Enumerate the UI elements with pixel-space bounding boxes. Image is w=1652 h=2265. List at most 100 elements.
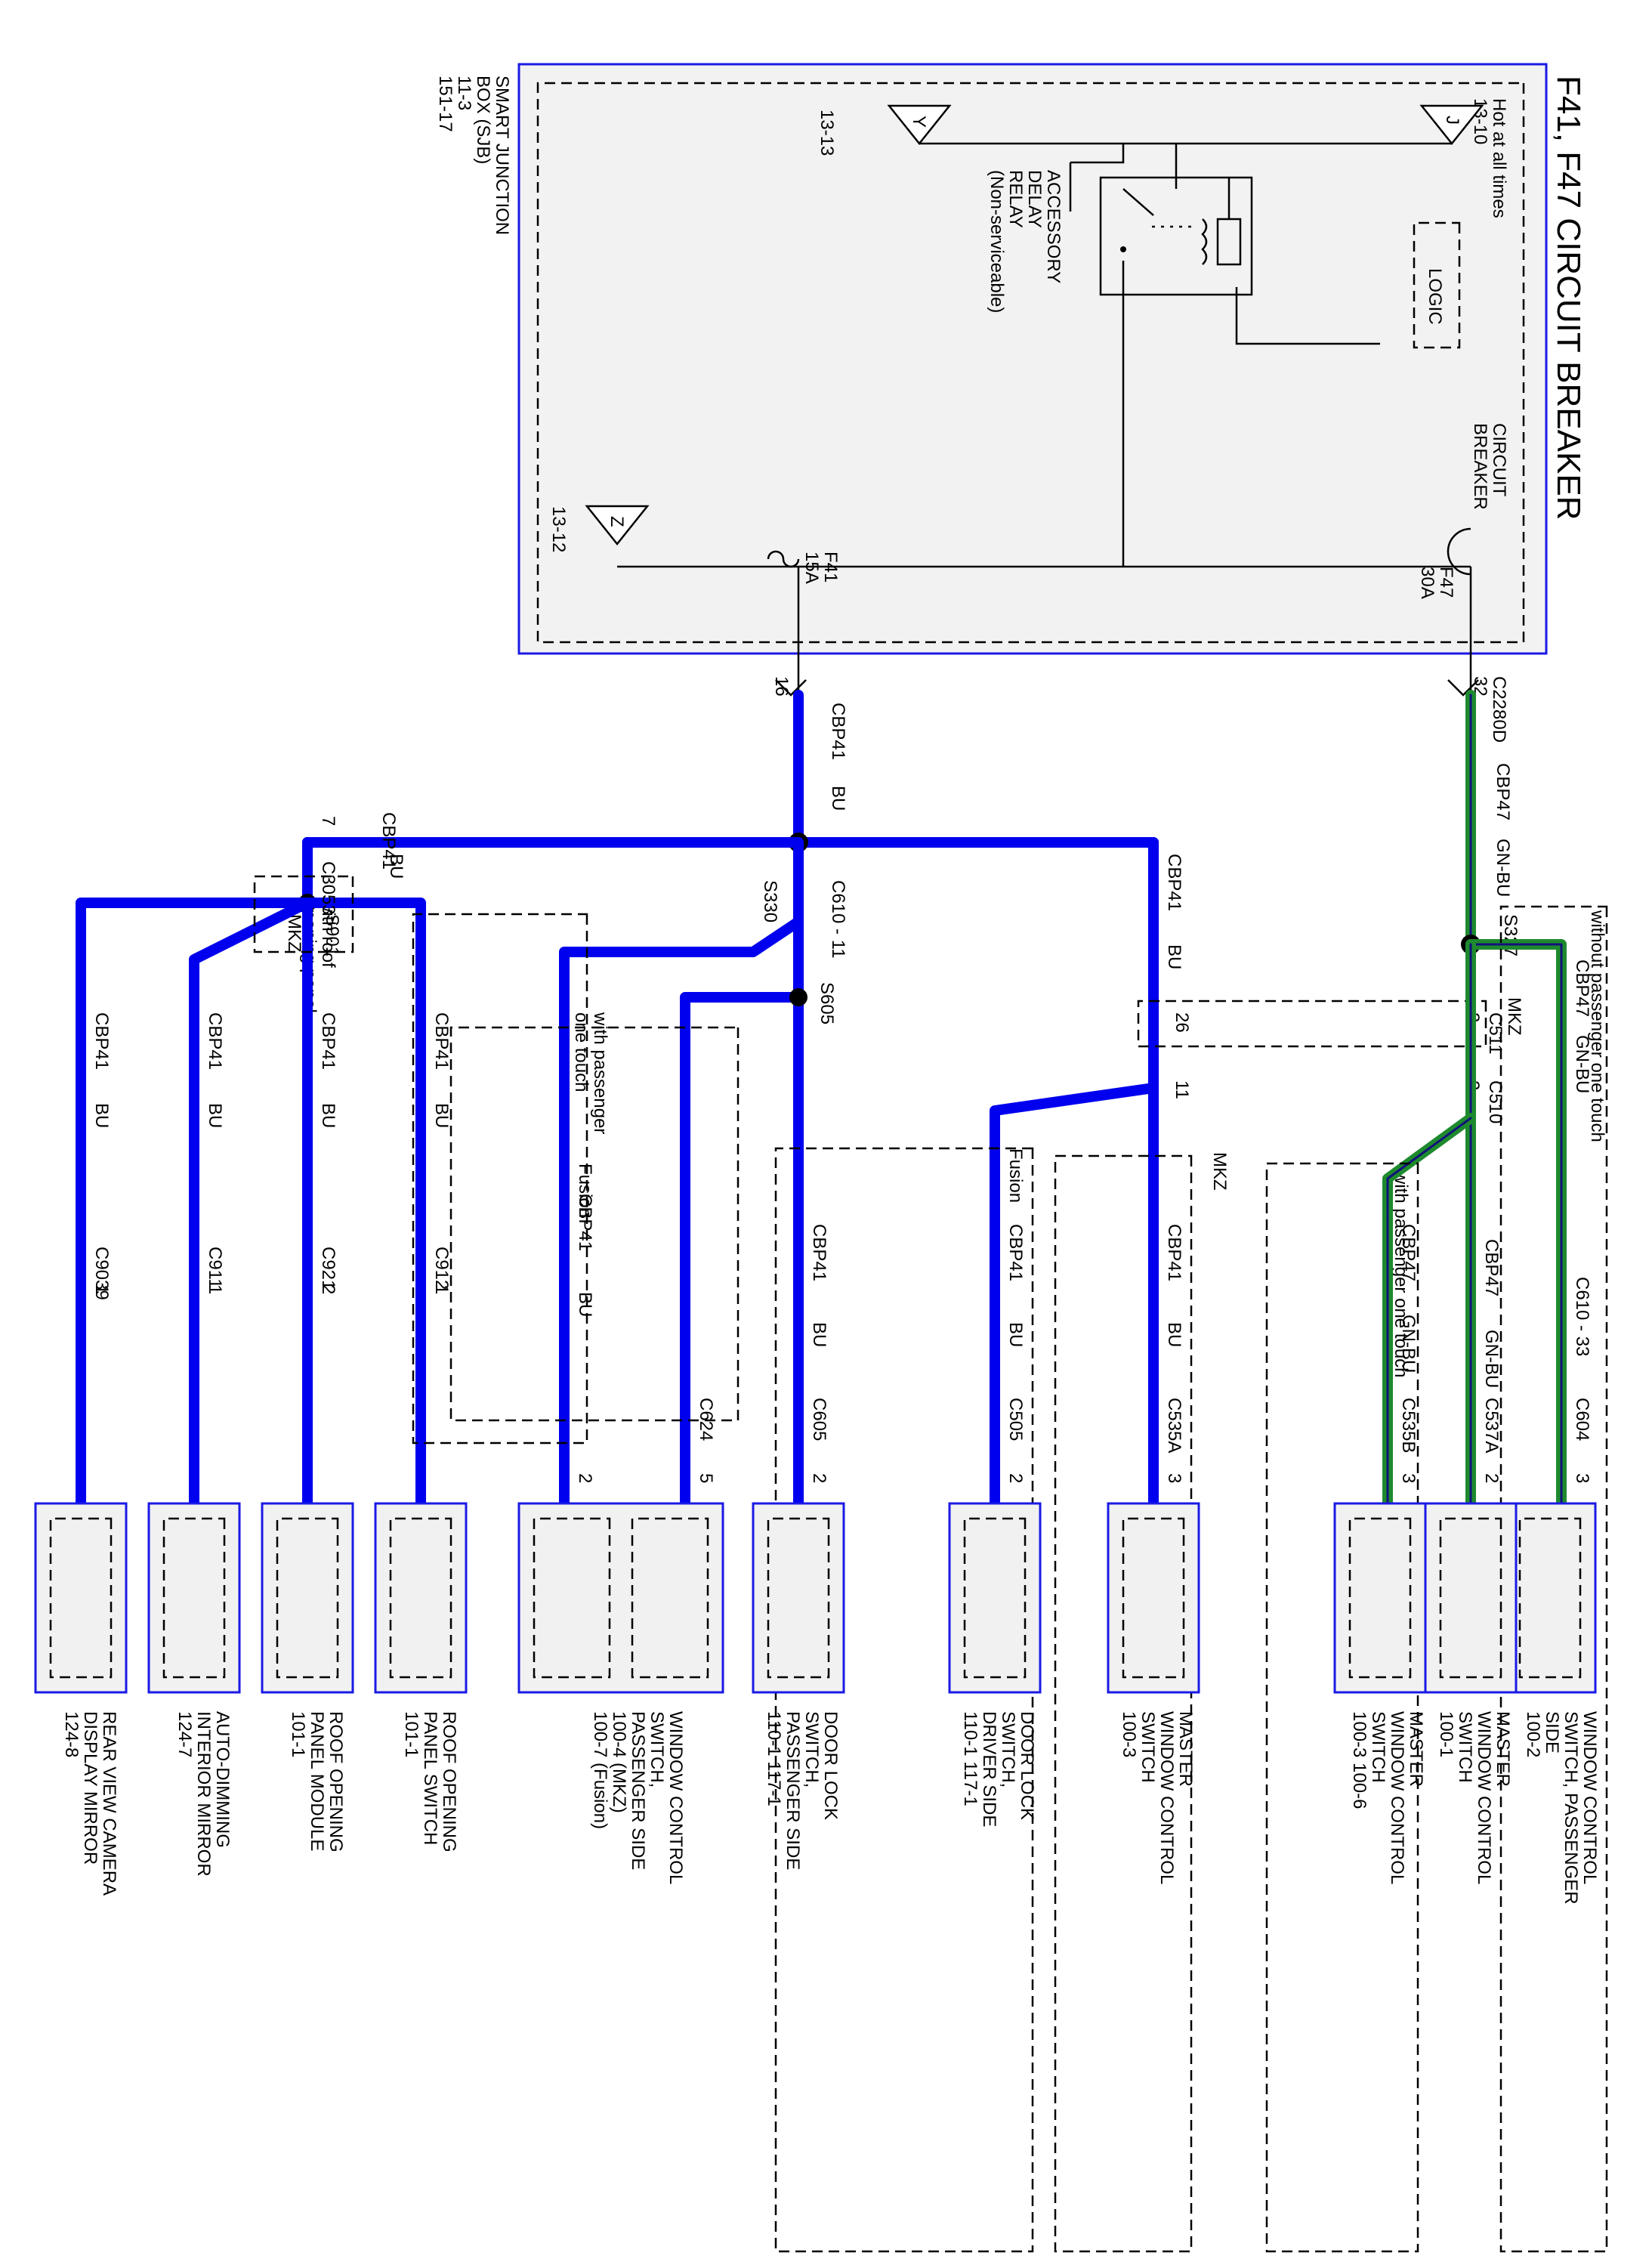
c912-pin: 1 [431, 1284, 452, 1294]
wire-logic [1235, 287, 1380, 345]
svg-text:REAR VIEW CAMERA: REAR VIEW CAMERA [99, 1711, 119, 1896]
cbp47-label-2: CBP47 [1572, 959, 1592, 1017]
bu-label-5: BU [809, 1322, 829, 1347]
label-dls-driver: DOOR LOCK SWITCH, DRIVER SIDE 110-1 117-… [960, 1711, 1037, 1827]
svg-text:124-8: 124-8 [61, 1711, 82, 1757]
svg-text:MASTER: MASTER [1406, 1711, 1426, 1787]
pin16-chevron-icon [775, 679, 807, 697]
cbp41-label-7: CBP41 [378, 812, 399, 870]
svg-text:WINDOW CONTROL: WINDOW CONTROL [665, 1711, 686, 1884]
label-adim: AUTO-DIMMING INTERIOR MIRROR 124-7 [174, 1711, 233, 1877]
svg-text:WINDOW CONTROL: WINDOW CONTROL [1156, 1711, 1177, 1884]
mkz-note-1: MKZ [1504, 997, 1524, 1036]
gnbu-label-2: GN-BU [1572, 1035, 1592, 1093]
relay-contact-dot [1120, 246, 1126, 252]
area-fusion-door [774, 1147, 1034, 2253]
c511-name: C511 [1485, 1012, 1505, 1055]
svg-text:100-2: 100-2 [1523, 1711, 1543, 1757]
sjb-inner-box [536, 82, 1525, 644]
wire-cbp41-left-bus [302, 837, 539, 908]
component-master-wcs-1 [1424, 1502, 1518, 1694]
component-ropm [261, 1502, 354, 1694]
relay-resistor [1216, 218, 1242, 266]
bu-label-7: BU [386, 854, 406, 879]
c537a-pin: 2 [1481, 1473, 1502, 1483]
bu-label-10: BU [205, 1103, 225, 1128]
label-rops: ROOF OPENING PANEL SWITCH 101-1 [401, 1711, 459, 1852]
area-mkz-pass [412, 913, 588, 1445]
without-one-touch-note: without passenger one touch [1587, 910, 1607, 1142]
wire-cbp41-to-c505 [990, 1083, 1159, 1509]
component-master-wcs-36 [1333, 1502, 1427, 1694]
svg-text:110-1 117-1: 110-1 117-1 [764, 1711, 784, 1806]
fusion-note-1: Fusion [1005, 1148, 1026, 1203]
c605-pin: 2 [809, 1473, 829, 1483]
svg-text:PANEL MODULE: PANEL MODULE [307, 1711, 327, 1851]
svg-text:MASTER: MASTER [1493, 1711, 1513, 1787]
c912-name: C912 [431, 1247, 452, 1290]
s327-label: S327 [1500, 914, 1521, 956]
svg-text:PASSENGER SIDE: PASSENGER SIDE [783, 1711, 803, 1870]
label-dls-passenger: DOOR LOCK SWITCH, PASSENGER SIDE 110-1 1… [764, 1711, 841, 1870]
cbp41-label-9: CBP41 [318, 1012, 338, 1070]
svg-text:ROOF OPENING: ROOF OPENING [326, 1711, 346, 1852]
svg-text:AUTO-DIMMING: AUTO-DIMMING [212, 1711, 233, 1848]
bu-label-3: BU [1164, 1322, 1184, 1347]
c3053-pin: 7 [318, 816, 338, 826]
fusion-note-2: Fusion [575, 1163, 595, 1218]
bu-label-6: BU [575, 1292, 595, 1317]
svg-text:100-3 100-6: 100-3 100-6 [1349, 1711, 1369, 1809]
with-one-touch-b: one touch [571, 1012, 591, 1092]
cbp41-label-3: CBP41 [1164, 1224, 1184, 1281]
area-fusion-pass [449, 1026, 740, 1422]
terminal-z-icon [585, 505, 650, 546]
hot-label-1: Hot at all times [1489, 98, 1509, 218]
svg-text:100-7 (Fusion): 100-7 (Fusion) [590, 1711, 610, 1829]
svg-text:SWITCH,: SWITCH, [647, 1711, 667, 1788]
wire-cbp41-to-c911 [189, 898, 313, 1509]
svg-text:110-1 117-1: 110-1 117-1 [960, 1711, 980, 1806]
gnbu-label-3: GN-BU [1481, 1330, 1502, 1388]
component-master-wcs-3 [1107, 1502, 1200, 1694]
svg-text:INTERIOR MIRROR: INTERIOR MIRROR [193, 1711, 214, 1877]
terminal-z-label: 13-12 [548, 506, 569, 552]
breaker-label-1: CIRCUIT [1489, 423, 1509, 497]
relay-label-4: (Non-serviceable) [987, 170, 1007, 313]
c505-pin: 2 [1005, 1473, 1026, 1483]
relay-label-3: RELAY [1005, 170, 1026, 228]
c624-pin-b: 2 [575, 1473, 595, 1483]
cbp41-label-8: CBP41 [431, 1012, 452, 1070]
relay-switch-icon [1122, 188, 1154, 216]
svg-text:SWITCH,: SWITCH, [998, 1711, 1018, 1788]
svg-text:DISPLAY MIRROR: DISPLAY MIRROR [80, 1711, 100, 1865]
svg-text:SWITCH, PASSENGER: SWITCH, PASSENGER [1561, 1711, 1581, 1905]
c535a-pin: 3 [1164, 1473, 1184, 1483]
gnbu-label-1: GN-BU [1493, 839, 1513, 897]
c511-dash-box [1137, 1000, 1487, 1048]
cbp41-label-6: CBP41 [575, 1194, 595, 1251]
svg-text:MASTER: MASTER [1175, 1711, 1196, 1787]
terminal-y-icon [887, 104, 952, 146]
c911-name: C911 [205, 1247, 225, 1289]
s901-dash-box [253, 875, 354, 953]
roof-note-a: with roof [318, 898, 338, 968]
cbp41-label-1: CBP41 [828, 703, 848, 760]
f41-rating: 15A [801, 552, 822, 584]
f47-name: F47 [1436, 567, 1456, 598]
c605-name: C605 [809, 1398, 829, 1441]
c604-pin: 3 [1572, 1473, 1592, 1483]
svg-text:SWITCH: SWITCH [1455, 1711, 1475, 1783]
c9039-name: C9039 [91, 1247, 112, 1300]
c535b-pin: 3 [1398, 1473, 1419, 1483]
cbp47-label-3: CBP47 [1481, 1239, 1502, 1296]
sjb-label-2: BOX (SJB) [473, 76, 493, 164]
bu-label-9: BU [318, 1103, 338, 1128]
cbp41-label-2: CBP41 [1164, 854, 1184, 911]
bu-label-4: BU [1005, 1322, 1026, 1347]
label-rvcm: REAR VIEW CAMERA DISPLAY MIRROR 124-8 [61, 1711, 119, 1896]
svg-text:DOOR LOCK: DOOR LOCK [1017, 1711, 1037, 1820]
terminal-j-icon [1419, 104, 1484, 146]
relay-label-2: DELAY [1024, 170, 1045, 228]
f41-name: F41 [820, 552, 841, 582]
label-master-wcs-36: MASTER WINDOW CONTROL SWITCH 100-3 100-6 [1349, 1711, 1426, 1884]
